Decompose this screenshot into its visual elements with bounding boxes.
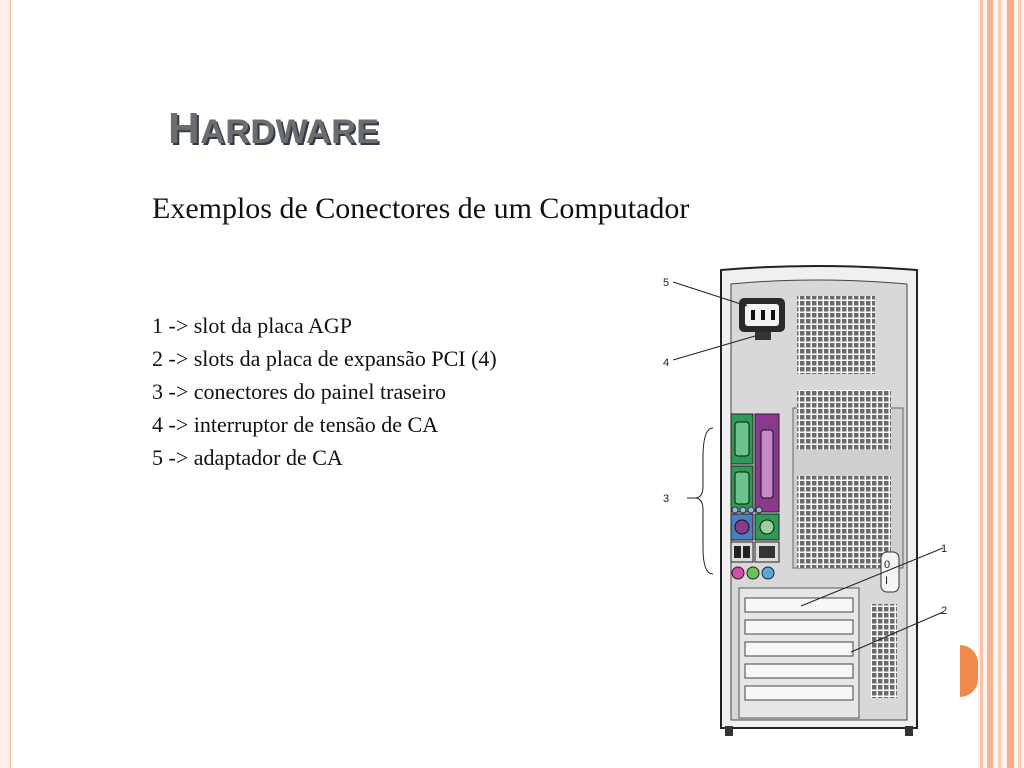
agp-slot <box>744 597 854 613</box>
list-item: 3 -> conectores do painel traseiro <box>152 379 447 404</box>
border-stripe <box>980 0 983 768</box>
power-adapter-socket <box>739 298 785 332</box>
list-item: 1 -> slot da placa AGP <box>152 313 352 338</box>
border-stripe <box>987 0 993 768</box>
callout-1: 1 <box>941 543 947 555</box>
border-stripe <box>998 0 1001 768</box>
left-border <box>0 0 11 768</box>
callout-2: 2 <box>941 605 947 617</box>
connector-list: 1 -> slot da placa AGP 2 -> slots da pla… <box>152 309 497 474</box>
title-rest: ARDWARE <box>200 113 380 151</box>
list-item: 5 -> adaptador de CA <box>152 445 343 470</box>
callout-4: 4 <box>663 357 669 369</box>
slide-subtitle: Exemplos de Conectores de um Computador <box>152 192 690 225</box>
right-border <box>978 0 1024 768</box>
slide-title: HARDWARE <box>168 104 379 154</box>
voltage-switch <box>755 332 771 340</box>
switch-mark-off: 0 <box>884 559 890 571</box>
title-initial: H <box>168 104 201 153</box>
vent-grilles <box>797 296 897 698</box>
callout-5: 5 <box>663 277 669 289</box>
lock-switch: 0 I <box>880 551 900 593</box>
computer-back-panel-diagram: 0 I 5 4 3 1 2 <box>663 265 947 736</box>
pci-expansion-slots <box>744 619 854 701</box>
list-item: 2 -> slots da placa de expansão PCI (4) <box>152 346 497 371</box>
list-item: 4 -> interruptor de tensão de CA <box>152 412 439 437</box>
switch-mark-on: I <box>885 575 888 587</box>
rear-panel-connectors <box>730 413 780 580</box>
callout-3: 3 <box>663 493 669 505</box>
callout-lines <box>672 281 944 653</box>
border-stripe <box>1018 0 1021 768</box>
border-stripe <box>1007 0 1014 768</box>
accent-tab <box>960 645 978 697</box>
